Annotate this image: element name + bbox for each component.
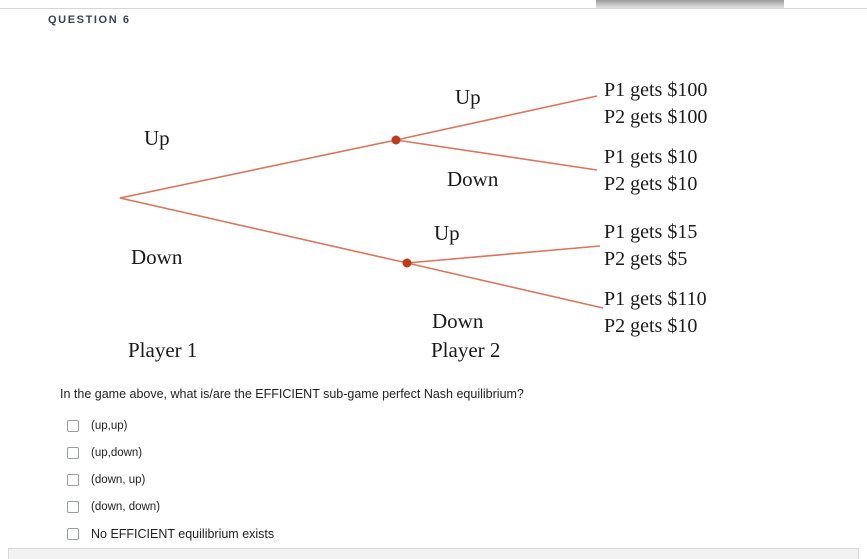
outcome-up-down-p1-payoff: P1 gets $10 xyxy=(604,146,698,168)
branch-label-p2-bottom-down: Down xyxy=(432,309,484,333)
answer-row-option-no-efficient[interactable]: No EFFICIENT equilibrium exists xyxy=(67,520,587,547)
checkbox-option-up-up[interactable] xyxy=(67,419,79,432)
checkbox-option-up-down[interactable] xyxy=(67,446,79,459)
branch-label-root-up: Up xyxy=(144,126,170,150)
answer-row-option-up-down[interactable]: (up,down) xyxy=(67,439,587,466)
tree-edge-upper-down xyxy=(395,139,598,171)
player-label-player-2: Player 2 xyxy=(431,338,501,362)
branch-label-p2-bottom-up: Up xyxy=(434,221,460,245)
tree-edge-root-to-lower xyxy=(119,197,408,264)
top-panel-tab-strip xyxy=(596,0,784,8)
tree-edge-lower-down xyxy=(406,262,604,309)
answer-row-option-down-down[interactable]: (down, down) xyxy=(67,493,587,520)
tree-edge-lower-up xyxy=(406,245,601,264)
outcome-down-up-p2-payoff: P2 gets $5 xyxy=(604,248,688,270)
branch-label-p2-top-up: Up xyxy=(455,85,481,109)
answer-row-option-up-up[interactable]: (up,up) xyxy=(67,412,587,439)
outcome-down-down-p2-payoff: P2 gets $10 xyxy=(604,315,698,337)
decision-node-player2-upper-node xyxy=(391,135,401,145)
branch-label-root-down: Down xyxy=(131,245,183,269)
outcome-down-up-p1-payoff: P1 gets $15 xyxy=(604,221,698,243)
label-option-up-up[interactable]: (up,up) xyxy=(91,419,128,432)
checkbox-option-down-down[interactable] xyxy=(67,500,79,513)
label-option-up-down[interactable]: (up,down) xyxy=(91,446,143,459)
decision-node-player2-lower-node xyxy=(402,258,412,268)
tree-edges xyxy=(119,95,604,309)
answer-row-option-down-up[interactable]: (down, up) xyxy=(67,466,587,493)
game-tree-svg xyxy=(119,95,604,309)
label-option-down-down[interactable]: (down, down) xyxy=(91,500,161,513)
checkbox-option-down-up[interactable] xyxy=(67,473,79,486)
outcome-up-up-p2-payoff: P2 gets $100 xyxy=(604,106,708,128)
tree-edge-upper-up xyxy=(395,95,598,141)
player-label-player-1: Player 1 xyxy=(128,338,198,362)
question-header: QUESTION 6 xyxy=(48,14,131,26)
tree-edge-root-to-upper xyxy=(119,139,397,199)
outcome-up-down-p2-payoff: P2 gets $10 xyxy=(604,173,698,195)
label-option-no-efficient[interactable]: No EFFICIENT equilibrium exists xyxy=(91,526,275,541)
label-option-down-up[interactable]: (down, up) xyxy=(91,473,146,486)
bottom-panel xyxy=(8,548,859,559)
checkbox-option-no-efficient[interactable] xyxy=(67,527,79,540)
outcome-down-down-p1-payoff: P1 gets $110 xyxy=(604,288,707,310)
outcome-up-up-p1-payoff: P1 gets $100 xyxy=(604,79,708,101)
question-prompt: In the game above, what is/are the EFFIC… xyxy=(60,387,524,401)
top-divider xyxy=(0,8,867,9)
answer-options-list: (up,up) (up,down) (down, up) (down, down) No… xyxy=(67,412,587,547)
branch-label-p2-top-down: Down xyxy=(447,167,499,191)
tree-decision-nodes xyxy=(391,135,412,268)
